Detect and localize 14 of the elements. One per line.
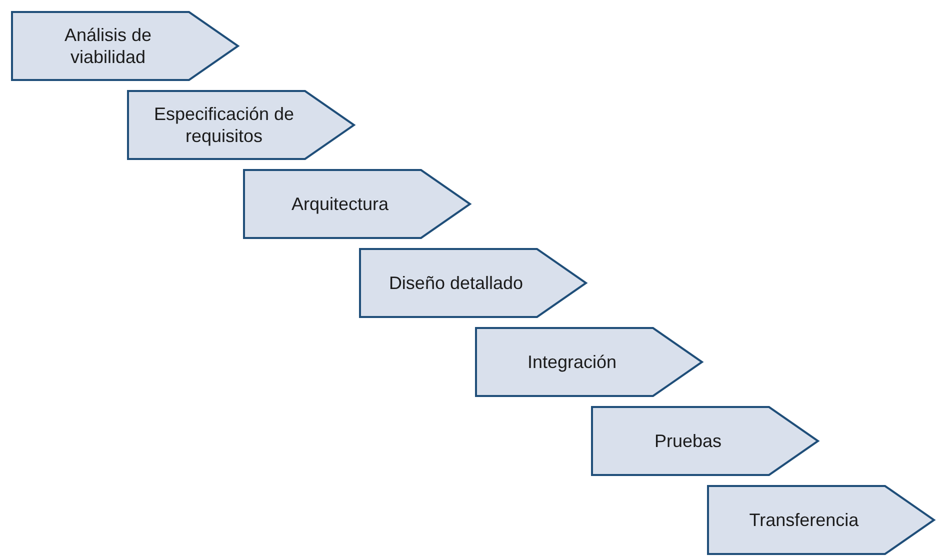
step-label: Arquitectura xyxy=(291,193,389,215)
chevron-shape xyxy=(591,406,819,476)
step-label: Transferencia xyxy=(749,509,859,531)
chevron-shape xyxy=(475,327,703,397)
step-label: Integración xyxy=(527,351,617,373)
chevron-shape xyxy=(127,90,355,160)
chevron-shape xyxy=(243,169,471,239)
chevron-shape xyxy=(707,485,935,555)
step-label: Diseño detallado xyxy=(388,272,524,294)
step-label: Especificación de requisitos xyxy=(152,103,296,147)
chevron-shape xyxy=(11,11,239,81)
step-label: Pruebas xyxy=(654,430,722,452)
chevron-shape xyxy=(359,248,587,318)
step-label: Análisis de viabilidad xyxy=(63,24,153,68)
